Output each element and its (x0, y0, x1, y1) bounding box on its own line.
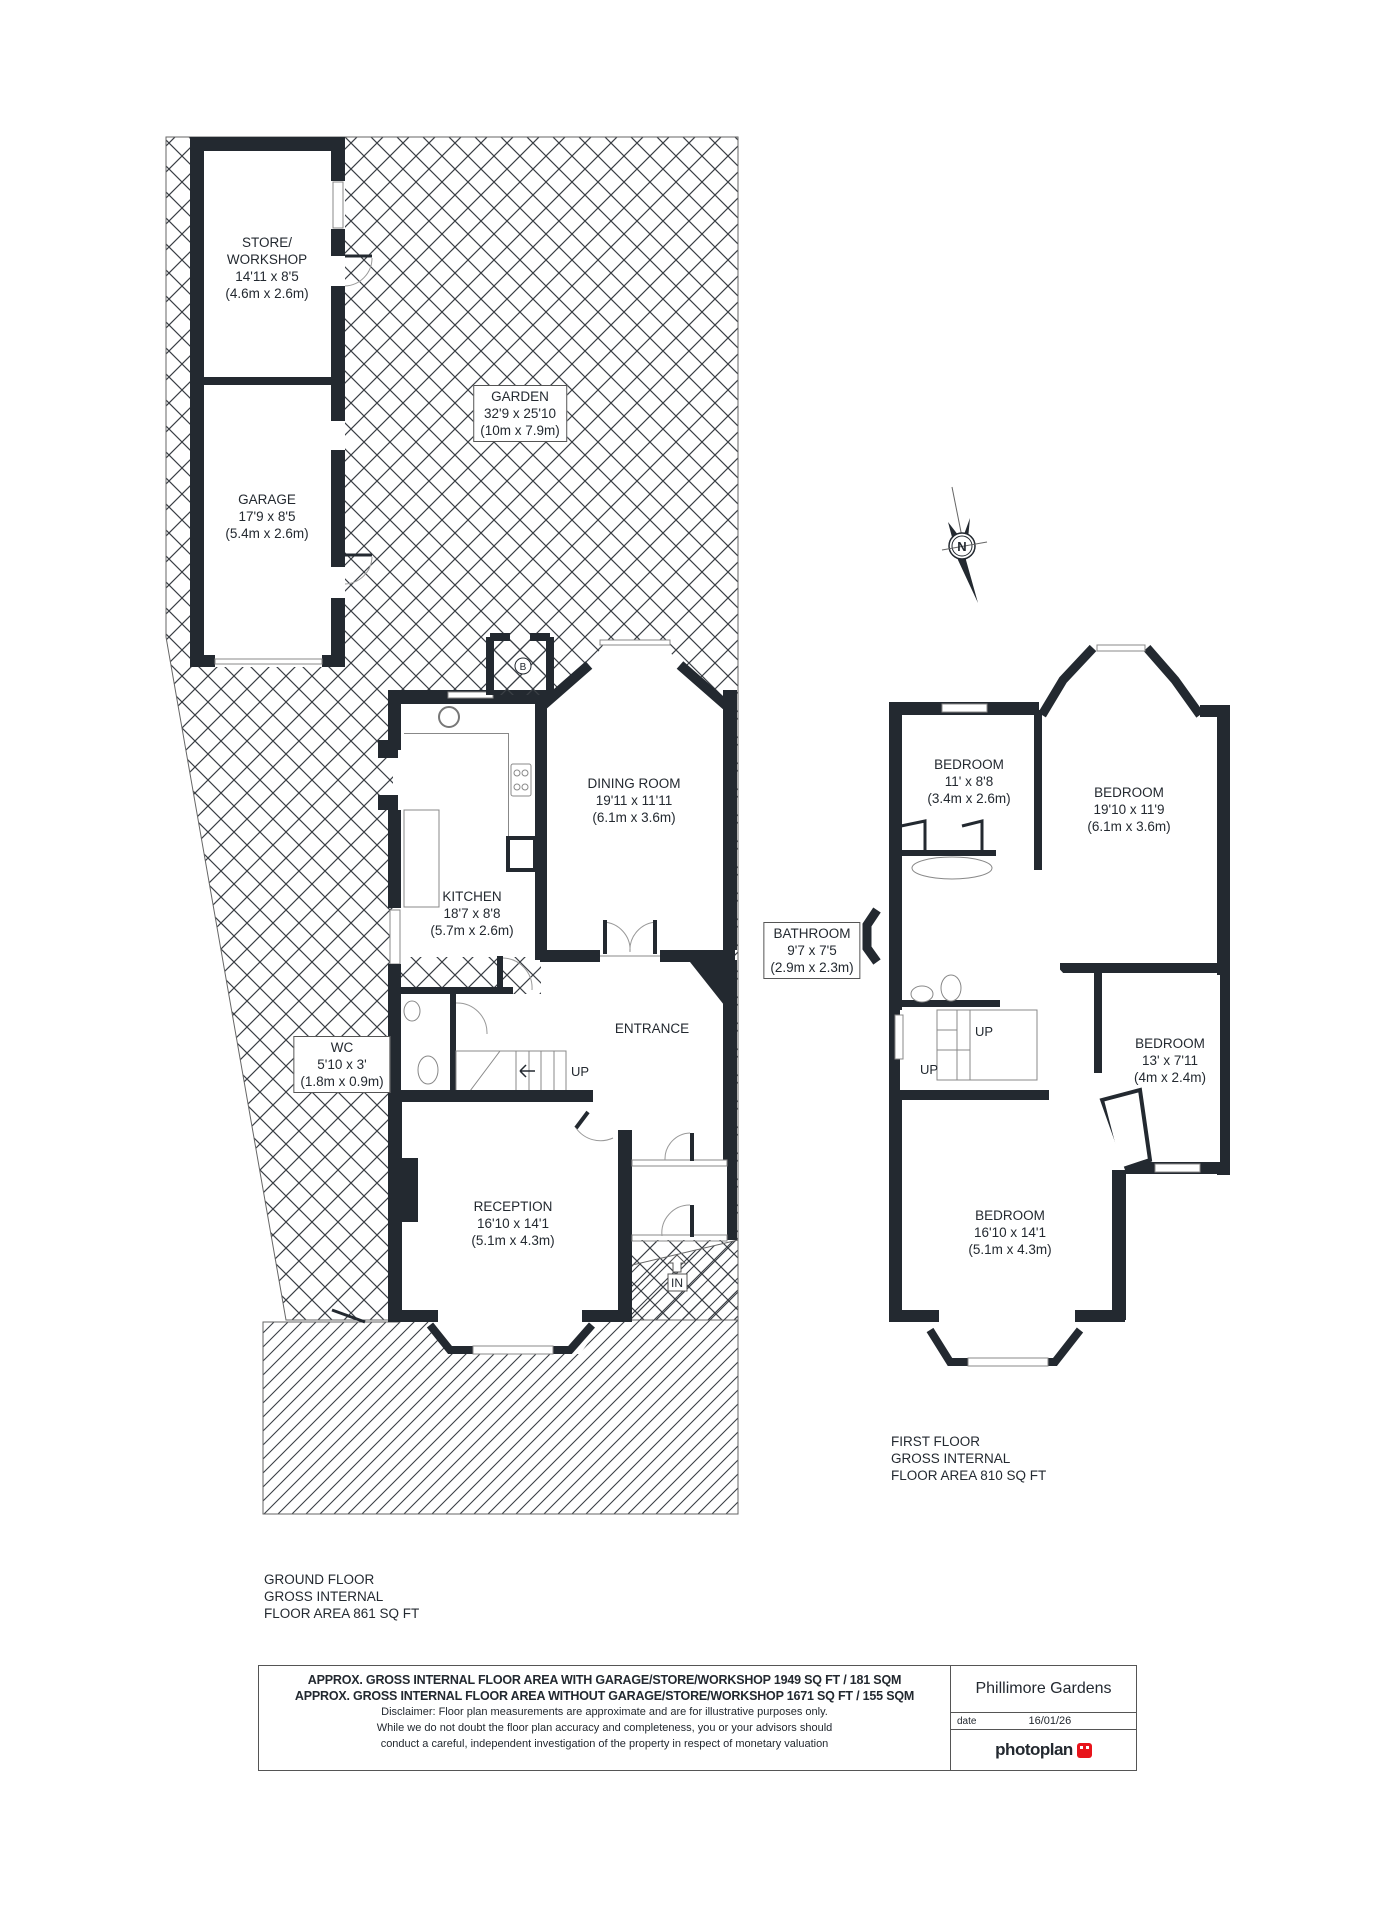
room-label-garden: GARDEN 32'9 x 25'10 (10m x 7.9m) (473, 385, 567, 442)
disclaimer-line: conduct a careful, independent investiga… (380, 1738, 829, 1750)
stairs-up-label-2: UP (920, 1062, 938, 1077)
room-label-bedroom-side: BEDROOM 13' x 7'11 (4m x 2.4m) (1133, 1036, 1207, 1085)
room-label-reception: RECEPTION 16'10 x 14'1 (5.1m x 4.3m) (471, 1199, 555, 1248)
north-compass-icon: N (941, 486, 988, 603)
room-label-store-workshop: STORE/ WORKSHOP 14'11 x 8'5 (4.6m x 2.6m… (225, 235, 309, 301)
ground-floor-house: B UP (331, 633, 737, 1355)
room-label-kitchen: KITCHEN 18'7 x 8'8 (5.7m x 2.6m) (430, 889, 514, 938)
compass-north-label: N (957, 539, 966, 554)
room-label-garage: GARAGE 17'9 x 8'5 (5.4m x 2.6m) (225, 492, 309, 541)
first-floor-house: UP UP (862, 644, 1230, 1370)
boiler-marker: B (520, 662, 527, 673)
room-label-bathroom: BATHROOM 9'7 x 7'5 (2.9m x 2.3m) (763, 922, 861, 979)
entry-marker: IN (671, 1276, 683, 1290)
first-floor-area-note: FIRST FLOOR GROSS INTERNAL FLOOR AREA 81… (891, 1434, 1047, 1483)
stairs-up-label-1: UP (975, 1024, 993, 1039)
disclaimer-line: While we do not doubt the floor plan acc… (376, 1722, 833, 1734)
ground-floor-area-note: GROUND FLOOR GROSS INTERNAL FLOOR AREA 8… (264, 1572, 420, 1621)
area-without-garage: APPROX. GROSS INTERNAL FLOOR AREA WITHOU… (294, 1689, 915, 1703)
brand-name: photoplan (995, 1740, 1073, 1759)
photoplan-logo-icon (1076, 1742, 1092, 1758)
date-label: date (957, 1715, 977, 1727)
property-panel: Phillimore Gardens date 16/01/26 photopl… (951, 1666, 1136, 1770)
disclaimer-line: Disclaimer: Floor plan measurements are … (381, 1706, 828, 1718)
date-value: 16/01/26 (1028, 1715, 1072, 1727)
room-label-bedroom-back-right: BEDROOM 19'10 x 11'9 (6.1m x 3.6m) (1087, 785, 1171, 834)
date-row: date 16/01/26 (951, 1713, 1136, 1730)
area-summary: APPROX. GROSS INTERNAL FLOOR AREA WITH G… (259, 1666, 951, 1770)
room-label-bedroom-back-left: BEDROOM 11' x 8'8 (3.4m x 2.6m) (927, 757, 1011, 806)
outbuilding (190, 137, 373, 667)
stairs-up-label: UP (571, 1064, 589, 1079)
room-label-bedroom-front: BEDROOM 16'10 x 14'1 (5.1m x 4.3m) (968, 1208, 1052, 1257)
room-label-wc: WC 5'10 x 3' (1.8m x 0.9m) (293, 1036, 391, 1093)
property-name: Phillimore Gardens (951, 1666, 1136, 1713)
area-with-garage: APPROX. GROSS INTERNAL FLOOR AREA WITH G… (307, 1673, 902, 1687)
info-footer: APPROX. GROSS INTERNAL FLOOR AREA WITH G… (258, 1665, 1137, 1771)
room-label-dining-room: DINING ROOM 19'11 x 11'11 (6.1m x 3.6m) (587, 776, 681, 825)
room-label-entrance: ENTRANCE (614, 1021, 690, 1036)
brand-logo: photoplan (951, 1730, 1136, 1770)
